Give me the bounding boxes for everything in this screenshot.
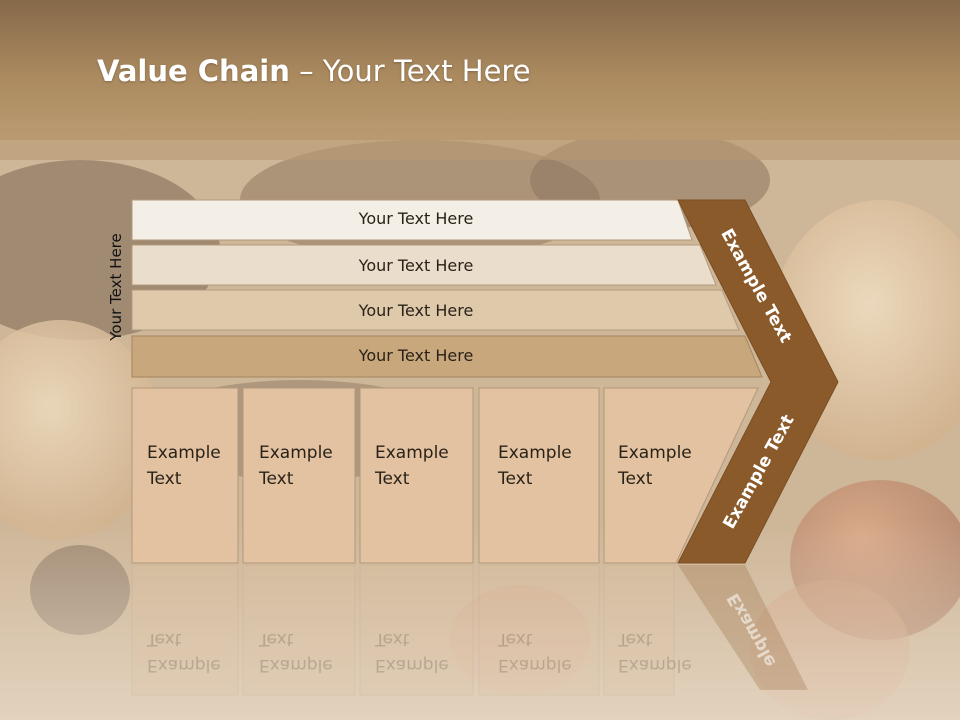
bar-1-label: Your Text Here xyxy=(358,209,474,228)
column-2-line-2: Text xyxy=(259,469,294,489)
title-subtitle-part: – Your Text Here xyxy=(289,54,531,88)
column-4-reflection-line-1: Example xyxy=(498,655,572,675)
bar-4 xyxy=(131,335,763,378)
column-1-reflection-text: Example Text xyxy=(147,626,247,678)
chevron-reflection xyxy=(678,565,808,690)
column-2-reflection-line-2: Text xyxy=(259,629,294,649)
column-3-reflection-text: Example Text xyxy=(375,626,475,678)
column-3-line-2: Text xyxy=(375,469,410,489)
column-4 xyxy=(478,387,600,564)
bar-3-label: Your Text Here xyxy=(358,301,474,320)
columns-reflection xyxy=(131,564,675,696)
column-1-line-2: Text xyxy=(147,469,182,489)
slide-title: Value Chain – Your Text Here xyxy=(97,54,531,88)
column-4-reflection-line-2: Text xyxy=(498,629,533,649)
column-2-reflection-text: Example Text xyxy=(259,626,359,678)
column-1-reflection-line-2: Text xyxy=(147,629,182,649)
vertical-label: Your Text Here xyxy=(107,233,125,341)
column-5-line-2: Text xyxy=(618,469,653,489)
bar-2-label: Your Text Here xyxy=(358,256,474,275)
column-1 xyxy=(131,387,239,564)
bar-1 xyxy=(131,199,693,241)
column-3 xyxy=(359,387,474,564)
column-5-line-1: Example xyxy=(618,443,692,463)
column-5-reflection-text: Example Text xyxy=(618,626,718,678)
column-3-reflection-line-1: Example xyxy=(375,655,449,675)
column-4-line-1: Example xyxy=(498,443,572,463)
column-2-reflection-line-1: Example xyxy=(259,655,333,675)
column-1-line-1: Example xyxy=(147,443,221,463)
column-3-line-1: Example xyxy=(375,443,449,463)
column-3-reflection-line-2: Text xyxy=(375,629,410,649)
column-1-reflection-line-1: Example xyxy=(147,655,221,675)
column-5-reflection-line-2: Text xyxy=(618,629,653,649)
column-2 xyxy=(242,387,356,564)
bar-3 xyxy=(131,289,740,331)
title-bold-part: Value Chain xyxy=(97,54,290,88)
column-2-line-1: Example xyxy=(259,443,333,463)
bar-2 xyxy=(131,244,717,286)
column-4-reflection-text: Example Text xyxy=(498,626,598,678)
column-5-reflection-line-1: Example xyxy=(618,655,692,675)
bar-4-label: Your Text Here xyxy=(358,346,474,365)
chevron-arrow xyxy=(677,199,839,564)
column-5 xyxy=(603,387,759,564)
column-4-line-2: Text xyxy=(498,469,533,489)
